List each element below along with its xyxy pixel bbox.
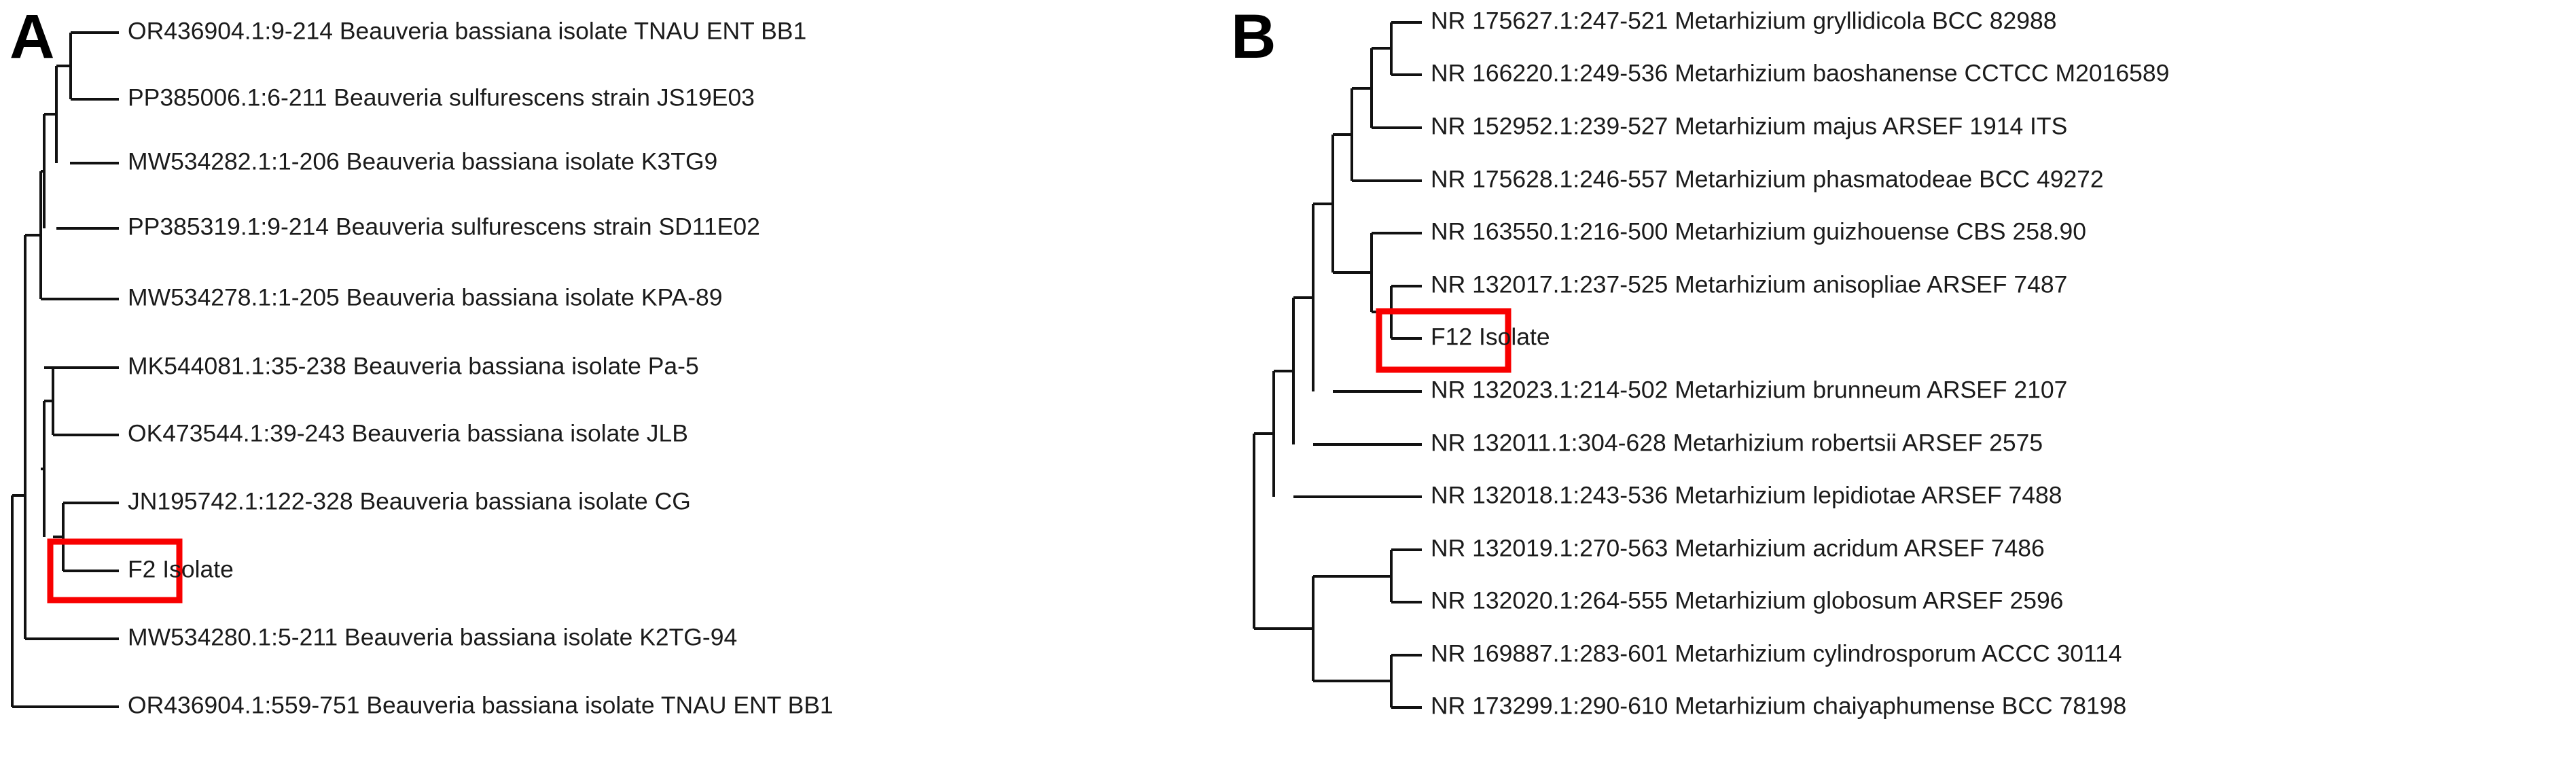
panel-b-leaf-label: NR 169887.1:283-601 Metarhizium cylindro…	[1431, 640, 2122, 667]
panel-b-leaf-label: NR 132020.1:264-555 Metarhizium globosum…	[1431, 587, 2063, 614]
panel-a-leaf-label: MW534278.1:1-205 Beauveria bassiana isol…	[128, 283, 723, 311]
panel-b-cladogram: NR 175627.1:247-521 Metarhizium gryllidi…	[1253, 7, 2169, 719]
panel-b-highlight-box	[1376, 308, 1511, 373]
panel-a-leaf-label: JN195742.1:122-328 Beauveria bassiana is…	[128, 487, 691, 514]
panel-b-leaf-label: NR 132011.1:304-628 Metarhizium robertsi…	[1431, 429, 2043, 456]
panel-b-leaf-label: NR 152952.1:239-527 Metarhizium majus AR…	[1431, 112, 2067, 139]
panel-b-leaf-label: NR 163550.1:216-500 Metarhizium guizhoue…	[1431, 217, 2086, 245]
panel-b-leaf-label: NR 175628.1:246-557 Metarhizium phasmato…	[1431, 165, 2104, 192]
panel-b-leaf-label: NR 173299.1:290-610 Metarhizium chaiyaph…	[1431, 692, 2126, 719]
panel-a-leaf-label: OR436904.1:559-751 Beauveria bassiana is…	[128, 691, 834, 718]
panel-a-branches	[11, 31, 119, 708]
panel-a-highlight-box	[47, 538, 183, 603]
panel-a-letter: A	[10, 2, 54, 71]
panel-a-leaf-label: PP385006.1:6-211 Beauveria sulfurescens …	[128, 84, 755, 111]
panel-b-leaf-label: NR 132017.1:237-525 Metarhizium anisopli…	[1431, 270, 2067, 298]
panel-b-leaf-label: NR 132019.1:270-563 Metarhizium acridum …	[1431, 534, 2045, 561]
panel-a-leaf-label: PP385319.1:9-214 Beauveria sulfurescens …	[128, 213, 760, 240]
panel-b-leaf-label: NR 175627.1:247-521 Metarhizium gryllidi…	[1431, 7, 2057, 34]
panel-b: B	[1223, 0, 2576, 770]
panel-a: A	[0, 0, 1223, 770]
panel-b-leaf-label: NR 166220.1:249-536 Metarhizium baoshane…	[1431, 59, 2169, 86]
panel-b-leaf-label-highlighted: F12 Isolate	[1431, 323, 1550, 350]
panel-a-leaf-label: MW534280.1:5-211 Beauveria bassiana isol…	[128, 623, 737, 650]
panel-a-leaf-label: MK544081.1:35-238 Beauveria bassiana iso…	[128, 352, 699, 379]
panel-b-leaf-label: NR 132018.1:243-536 Metarhizium lepidiot…	[1431, 481, 2062, 508]
panel-a-leaf-label: OR436904.1:9-214 Beauveria bassiana isol…	[128, 17, 806, 44]
panel-b-branches	[1253, 21, 1422, 709]
panel-a-cladogram: OR436904.1:9-214 Beauveria bassiana isol…	[11, 17, 834, 718]
panel-a-leaf-label-highlighted: F2 Isolate	[128, 555, 234, 582]
panel-b-leaf-label: NR 132023.1:214-502 Metarhizium brunneum…	[1431, 376, 2067, 403]
panel-b-letter: B	[1231, 2, 1276, 71]
panel-a-leaf-label: MW534282.1:1-206 Beauveria bassiana isol…	[128, 147, 717, 175]
panel-a-leaf-label: OK473544.1:39-243 Beauveria bassiana iso…	[128, 419, 688, 447]
